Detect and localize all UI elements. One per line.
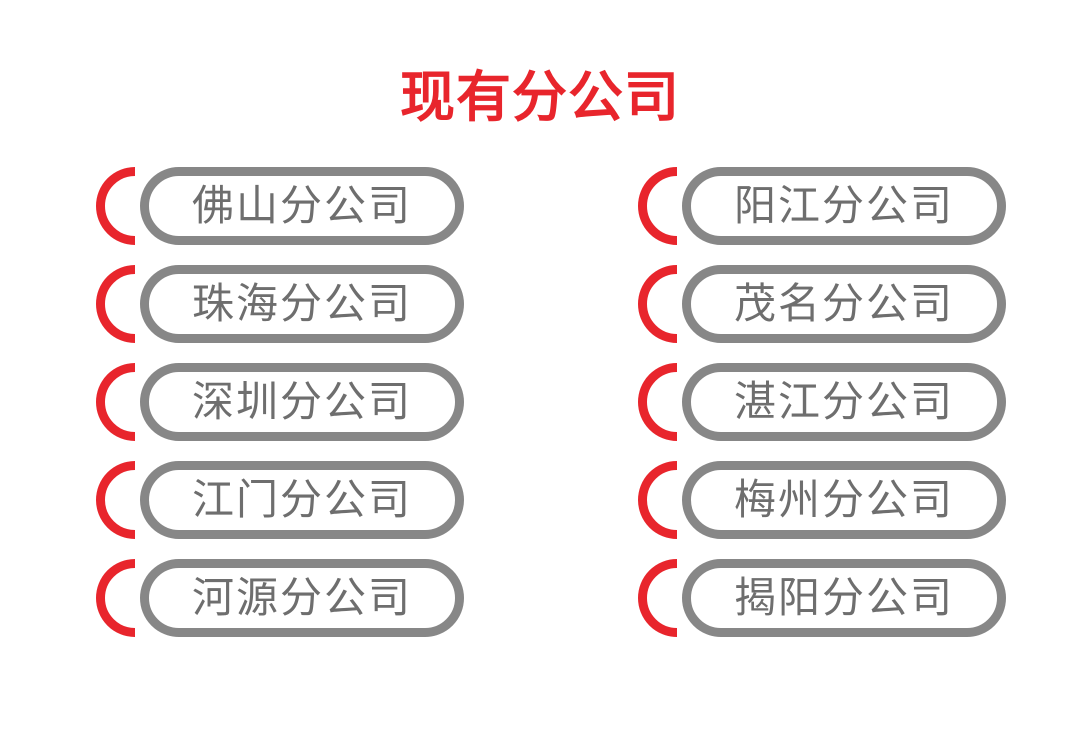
pill-outline — [682, 363, 1006, 441]
list-item[interactable]: 揭阳分公司 — [637, 559, 1057, 637]
list-item[interactable]: 河源分公司 — [95, 559, 515, 637]
list-item[interactable]: 佛山分公司 — [95, 167, 515, 245]
pill-outline — [140, 167, 464, 245]
list-item[interactable]: 湛江分公司 — [637, 363, 1057, 441]
right-column: 阳江分公司 茂名分公司 湛江分公司 梅州分公司 — [637, 167, 1057, 637]
branch-label: 茂名分公司 — [733, 279, 954, 328]
list-item[interactable]: 珠海分公司 — [95, 265, 515, 343]
list-item[interactable]: 梅州分公司 — [637, 461, 1057, 539]
list-item[interactable]: 茂名分公司 — [637, 265, 1057, 343]
branch-label: 湛江分公司 — [733, 377, 954, 426]
branch-label: 梅州分公司 — [733, 475, 954, 524]
left-column: 佛山分公司 珠海分公司 深圳分公司 江门分公司 — [95, 167, 515, 637]
list-item[interactable]: 阳江分公司 — [637, 167, 1057, 245]
pill-outline — [140, 461, 464, 539]
branch-label: 珠海分公司 — [191, 279, 412, 328]
branch-label: 河源分公司 — [191, 573, 412, 622]
branch-label: 揭阳分公司 — [733, 573, 954, 622]
pill-outline — [140, 363, 464, 441]
branch-label: 佛山分公司 — [191, 181, 412, 230]
list-item[interactable]: 深圳分公司 — [95, 363, 515, 441]
pill-outline — [682, 167, 1006, 245]
list-item[interactable]: 江门分公司 — [95, 461, 515, 539]
pill-outline — [140, 265, 464, 343]
pill-outline — [682, 461, 1006, 539]
pill-outline — [682, 265, 1006, 343]
pill-outline — [140, 559, 464, 637]
branch-label: 深圳分公司 — [191, 377, 412, 426]
branch-label: 阳江分公司 — [733, 181, 954, 230]
branch-label: 江门分公司 — [191, 475, 412, 524]
pill-outline — [682, 559, 1006, 637]
page-title: 现有分公司 — [399, 66, 680, 128]
